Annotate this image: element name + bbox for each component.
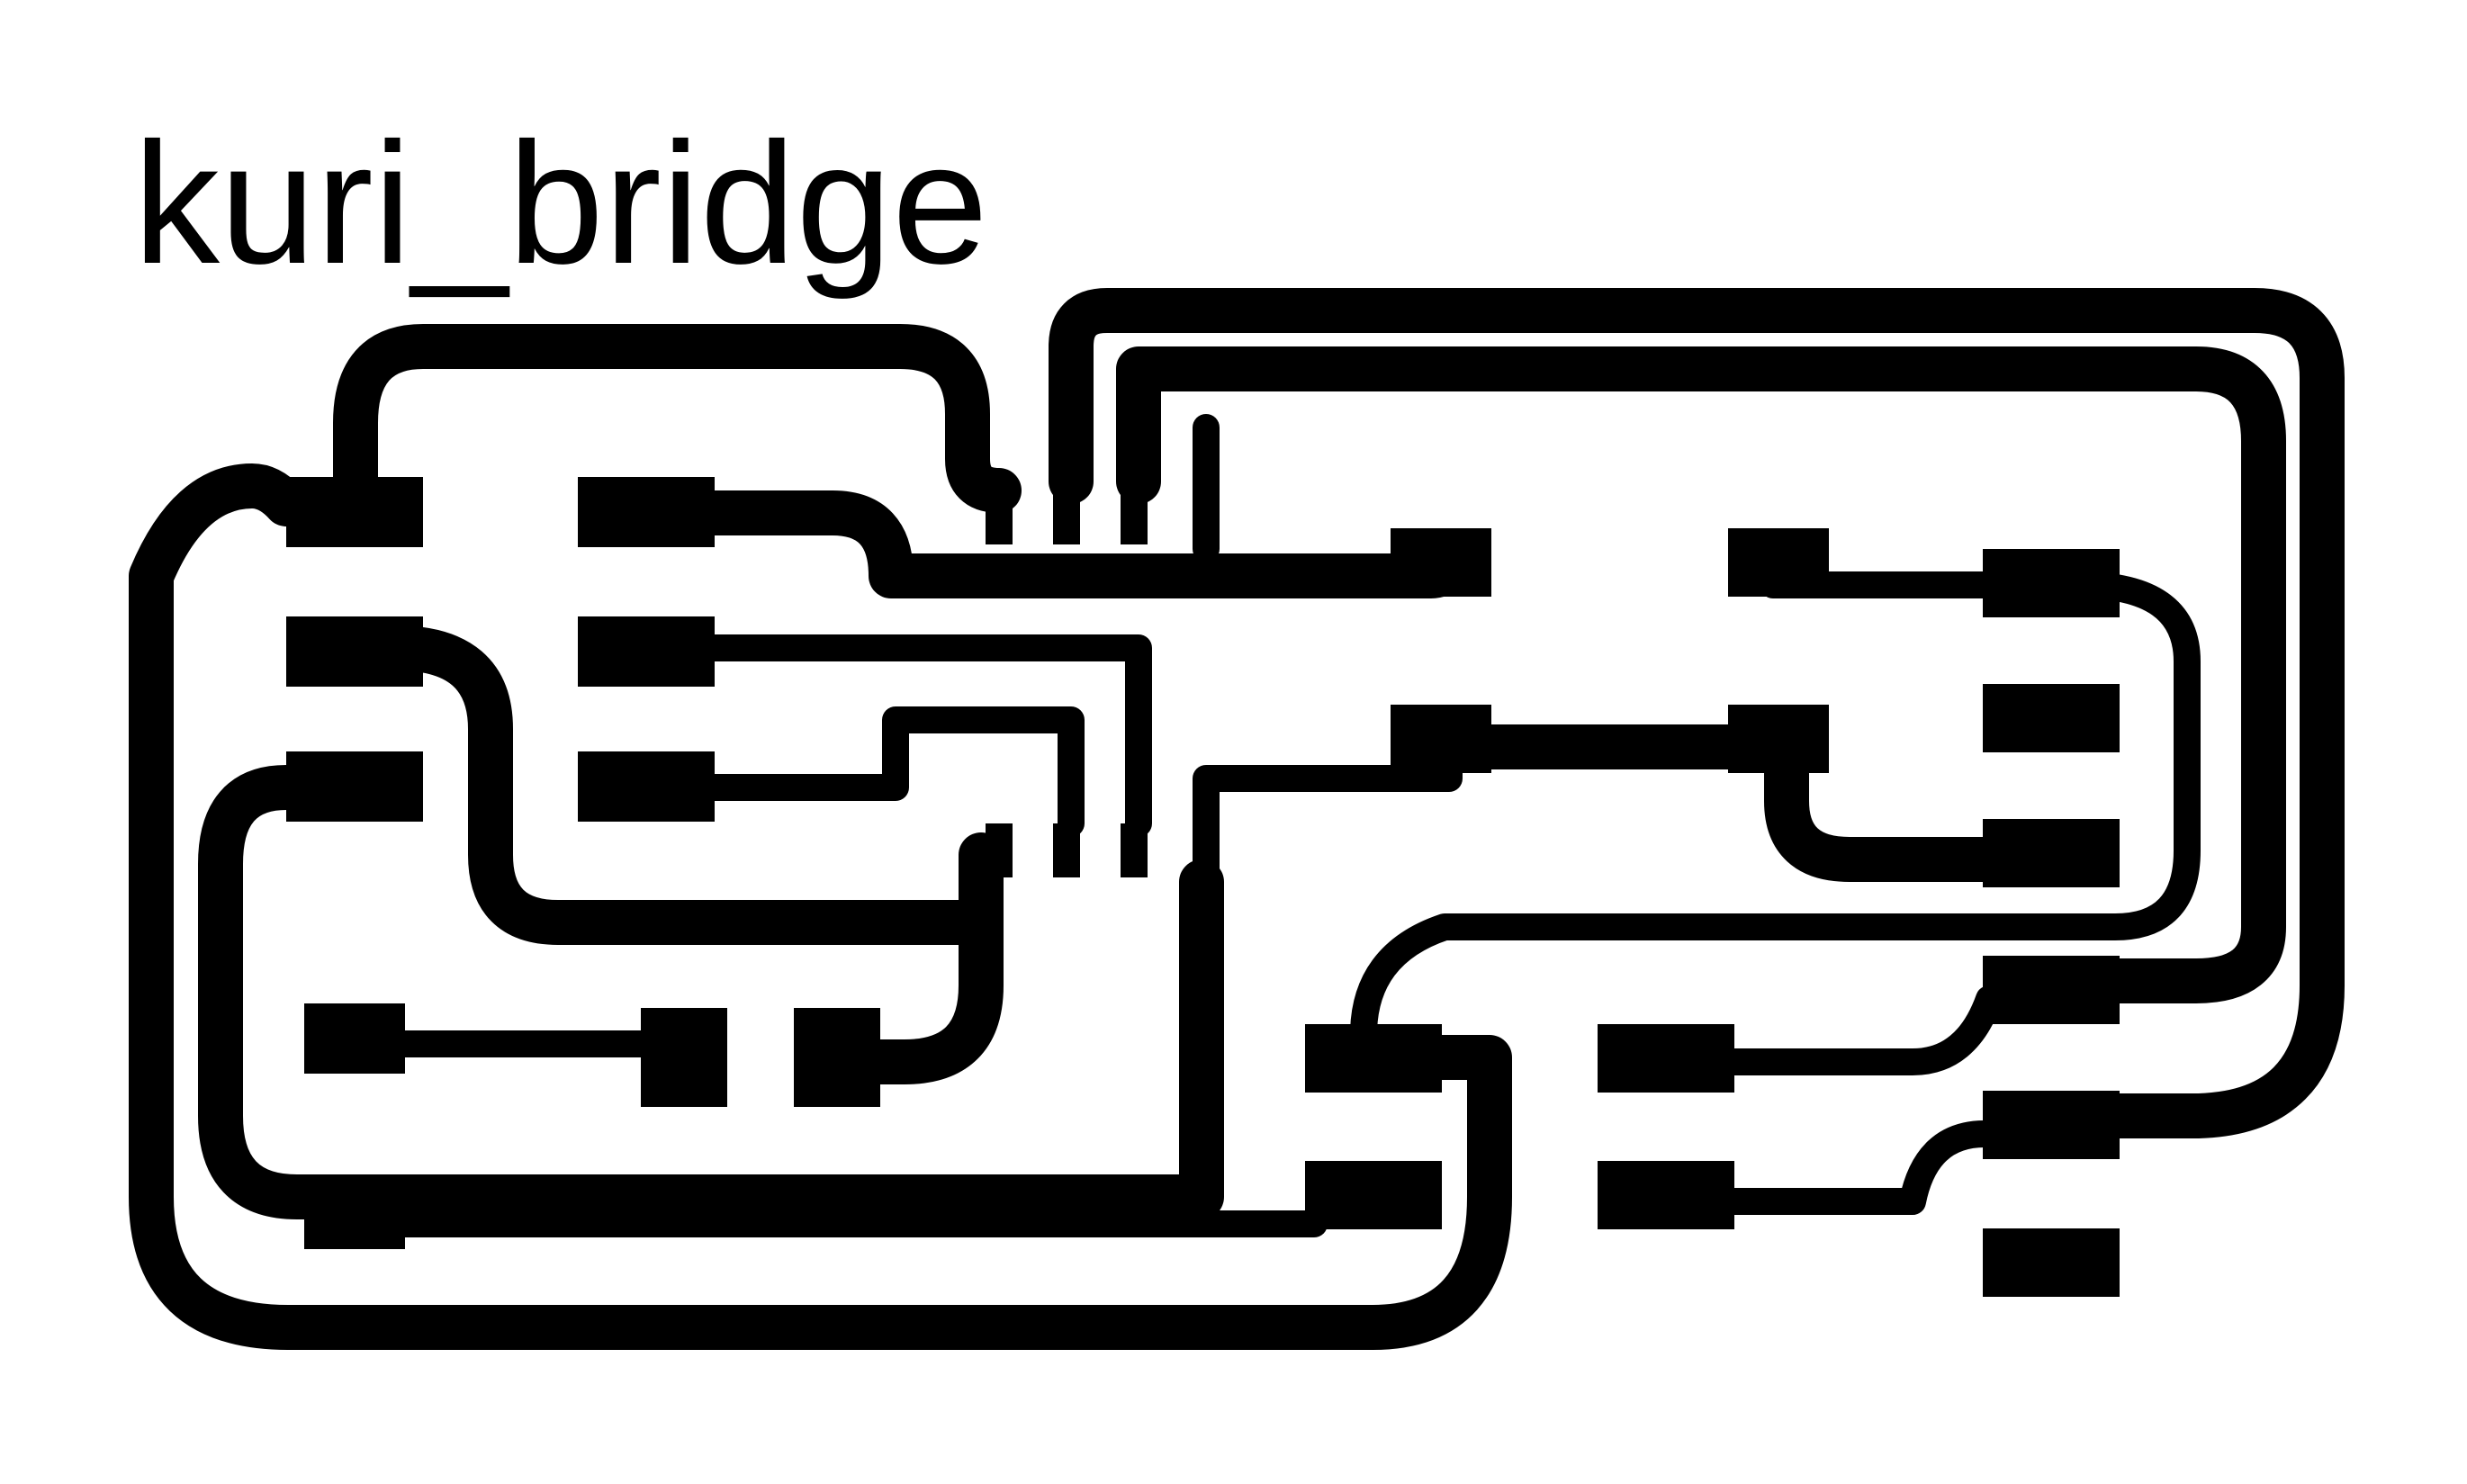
trace-right-loop [1350,571,2201,1048]
trace-second-top [1116,346,2286,1003]
pad-left-1 [286,477,423,547]
trace-outer-loop [129,463,1512,1350]
pad-ic-bottom-1 [986,823,1013,877]
pad-ic-top-2 [1053,490,1080,544]
pad-center-2 [1391,705,1491,773]
trace-left-pin3 [198,765,1224,1219]
pad-bl-2 [304,1197,405,1249]
pad-ic-bottom-3 [1121,823,1148,877]
pad-ic-bottom-4 [1193,823,1220,877]
pad-bc-2 [1305,1161,1442,1229]
pad-right-4 [1983,956,2120,1024]
pad-right-1 [1983,549,2120,617]
pad-right-5 [1983,1091,2120,1159]
trace-long-top [1049,288,2345,1138]
trace-mid-row3 [698,706,1085,837]
pad-bc-4 [1598,1161,1734,1229]
pad-center-3 [1728,528,1829,597]
trace-top-left-loop [333,324,1022,526]
pad-ic-top-1 [986,490,1013,544]
board-title: kuri_bridge [133,106,988,300]
pad-ic-top-3 [1121,490,1148,544]
trace-ic-to-pad [819,832,1004,1084]
pad-left-2 [286,616,423,687]
trace-left-pin2 [374,625,986,945]
pad-bl-3 [641,1008,727,1107]
pad-bl-1 [304,1003,405,1074]
trace-mid-row2 [698,634,1152,837]
pad-ic-bottom-2 [1053,823,1080,877]
pad-bc-1 [1305,1024,1442,1093]
pad-center-1 [1391,528,1491,597]
pad-mid-2 [578,616,715,687]
pad-right-6 [1983,1228,2120,1297]
pad-bl-4 [794,1008,880,1107]
trace-right-bottom-2 [1697,1120,1998,1215]
pad-ic-top-4 [1193,490,1220,544]
trace-right-bottom-1 [1697,985,2003,1075]
pad-center-4 [1728,705,1829,773]
pad-mid-1 [578,477,715,547]
pad-left-3 [286,751,423,822]
trace-right-group [1764,751,2070,882]
pad-mid-3 [578,751,715,822]
pad-bc-3 [1598,1024,1734,1093]
pad-right-3 [1983,819,2120,887]
pad-right-2 [1983,684,2120,752]
pads [286,477,2120,1297]
